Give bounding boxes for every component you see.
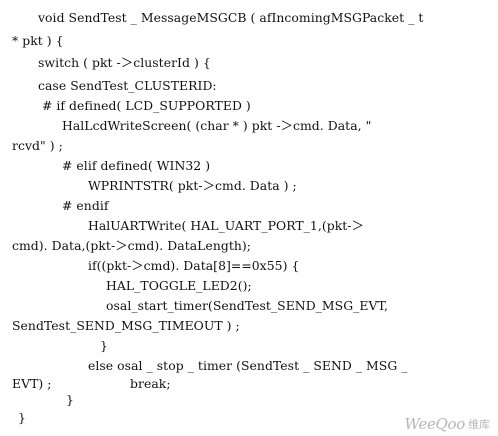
code-line: WPRINTSTR( pkt-＞cmd. Data ) ; (88, 178, 297, 193)
code-line: } (100, 338, 108, 353)
code-line: * pkt ) { (12, 33, 64, 48)
code-line: rcvd" ) ; (12, 138, 63, 153)
code-line: # if defined( LCD_SUPPORTED ) (42, 98, 251, 113)
code-line: HAL_TOGGLE_LED2(); (106, 278, 252, 293)
code-line: HalLcdWriteScreen( (char * ) pkt -＞cmd. … (62, 118, 372, 133)
code-line: else osal _ stop _ timer (SendTest _ SEN… (88, 358, 408, 373)
code-line: void SendTest _ MessageMSGCB ( afIncomin… (38, 10, 424, 25)
code-line: switch ( pkt -＞clusterId ) { (38, 55, 211, 70)
watermark: WeeQoo 维库 (404, 415, 490, 433)
watermark-logo: WeeQoo (404, 415, 465, 433)
code-line: case SendTest_CLUSTERID: (38, 78, 217, 93)
code-line: } (66, 392, 74, 407)
watermark-cn: 维库 (468, 418, 490, 431)
code-line: } (18, 410, 26, 425)
code-line: cmd). Data,(pkt-＞cmd). DataLength); (12, 238, 251, 253)
code-line: break; (130, 376, 171, 391)
code-line: EVT) ; (12, 376, 52, 391)
code-line: if((pkt-＞cmd). Data[8]==0x55) { (88, 258, 300, 273)
code-line: # elif defined( WIN32 ) (62, 158, 211, 173)
code-line: # endif (62, 198, 109, 213)
code-line: osal_start_timer(SendTest_SEND_MSG_EVT, (106, 298, 388, 313)
code-line: SendTest_SEND_MSG_TIMEOUT ) ; (12, 318, 240, 333)
code-line: HalUARTWrite( HAL_UART_PORT_1,(pkt-＞ (88, 218, 364, 233)
